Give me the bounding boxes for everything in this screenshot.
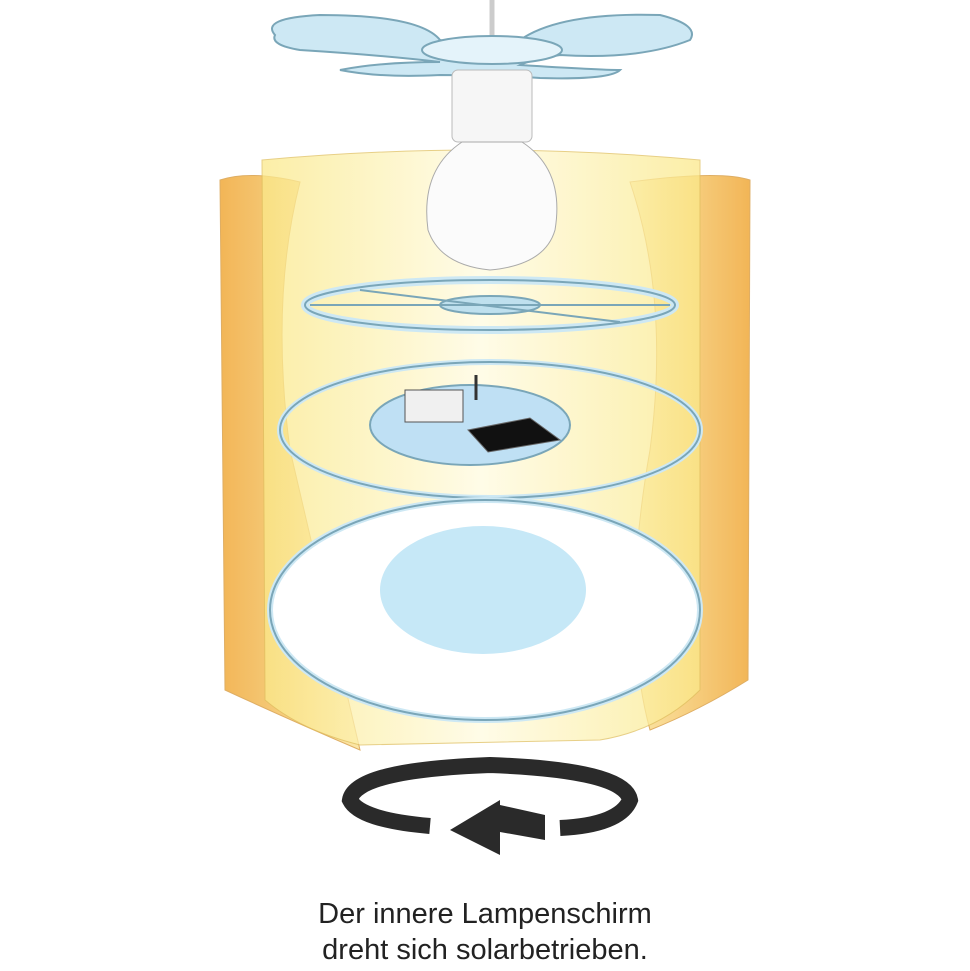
ceiling-frame	[271, 13, 693, 80]
caption-line-2: dreht sich solarbetrieben.	[322, 934, 648, 966]
rotation-arrow-icon	[341, 756, 639, 855]
solar-panel	[467, 417, 562, 453]
frame-ring-bottom	[267, 497, 703, 723]
caption-line-1: Der innere Lampenschirm	[318, 898, 652, 930]
motor-unit	[404, 375, 478, 423]
frame-ring-top	[301, 276, 679, 334]
bulb	[426, 69, 558, 271]
